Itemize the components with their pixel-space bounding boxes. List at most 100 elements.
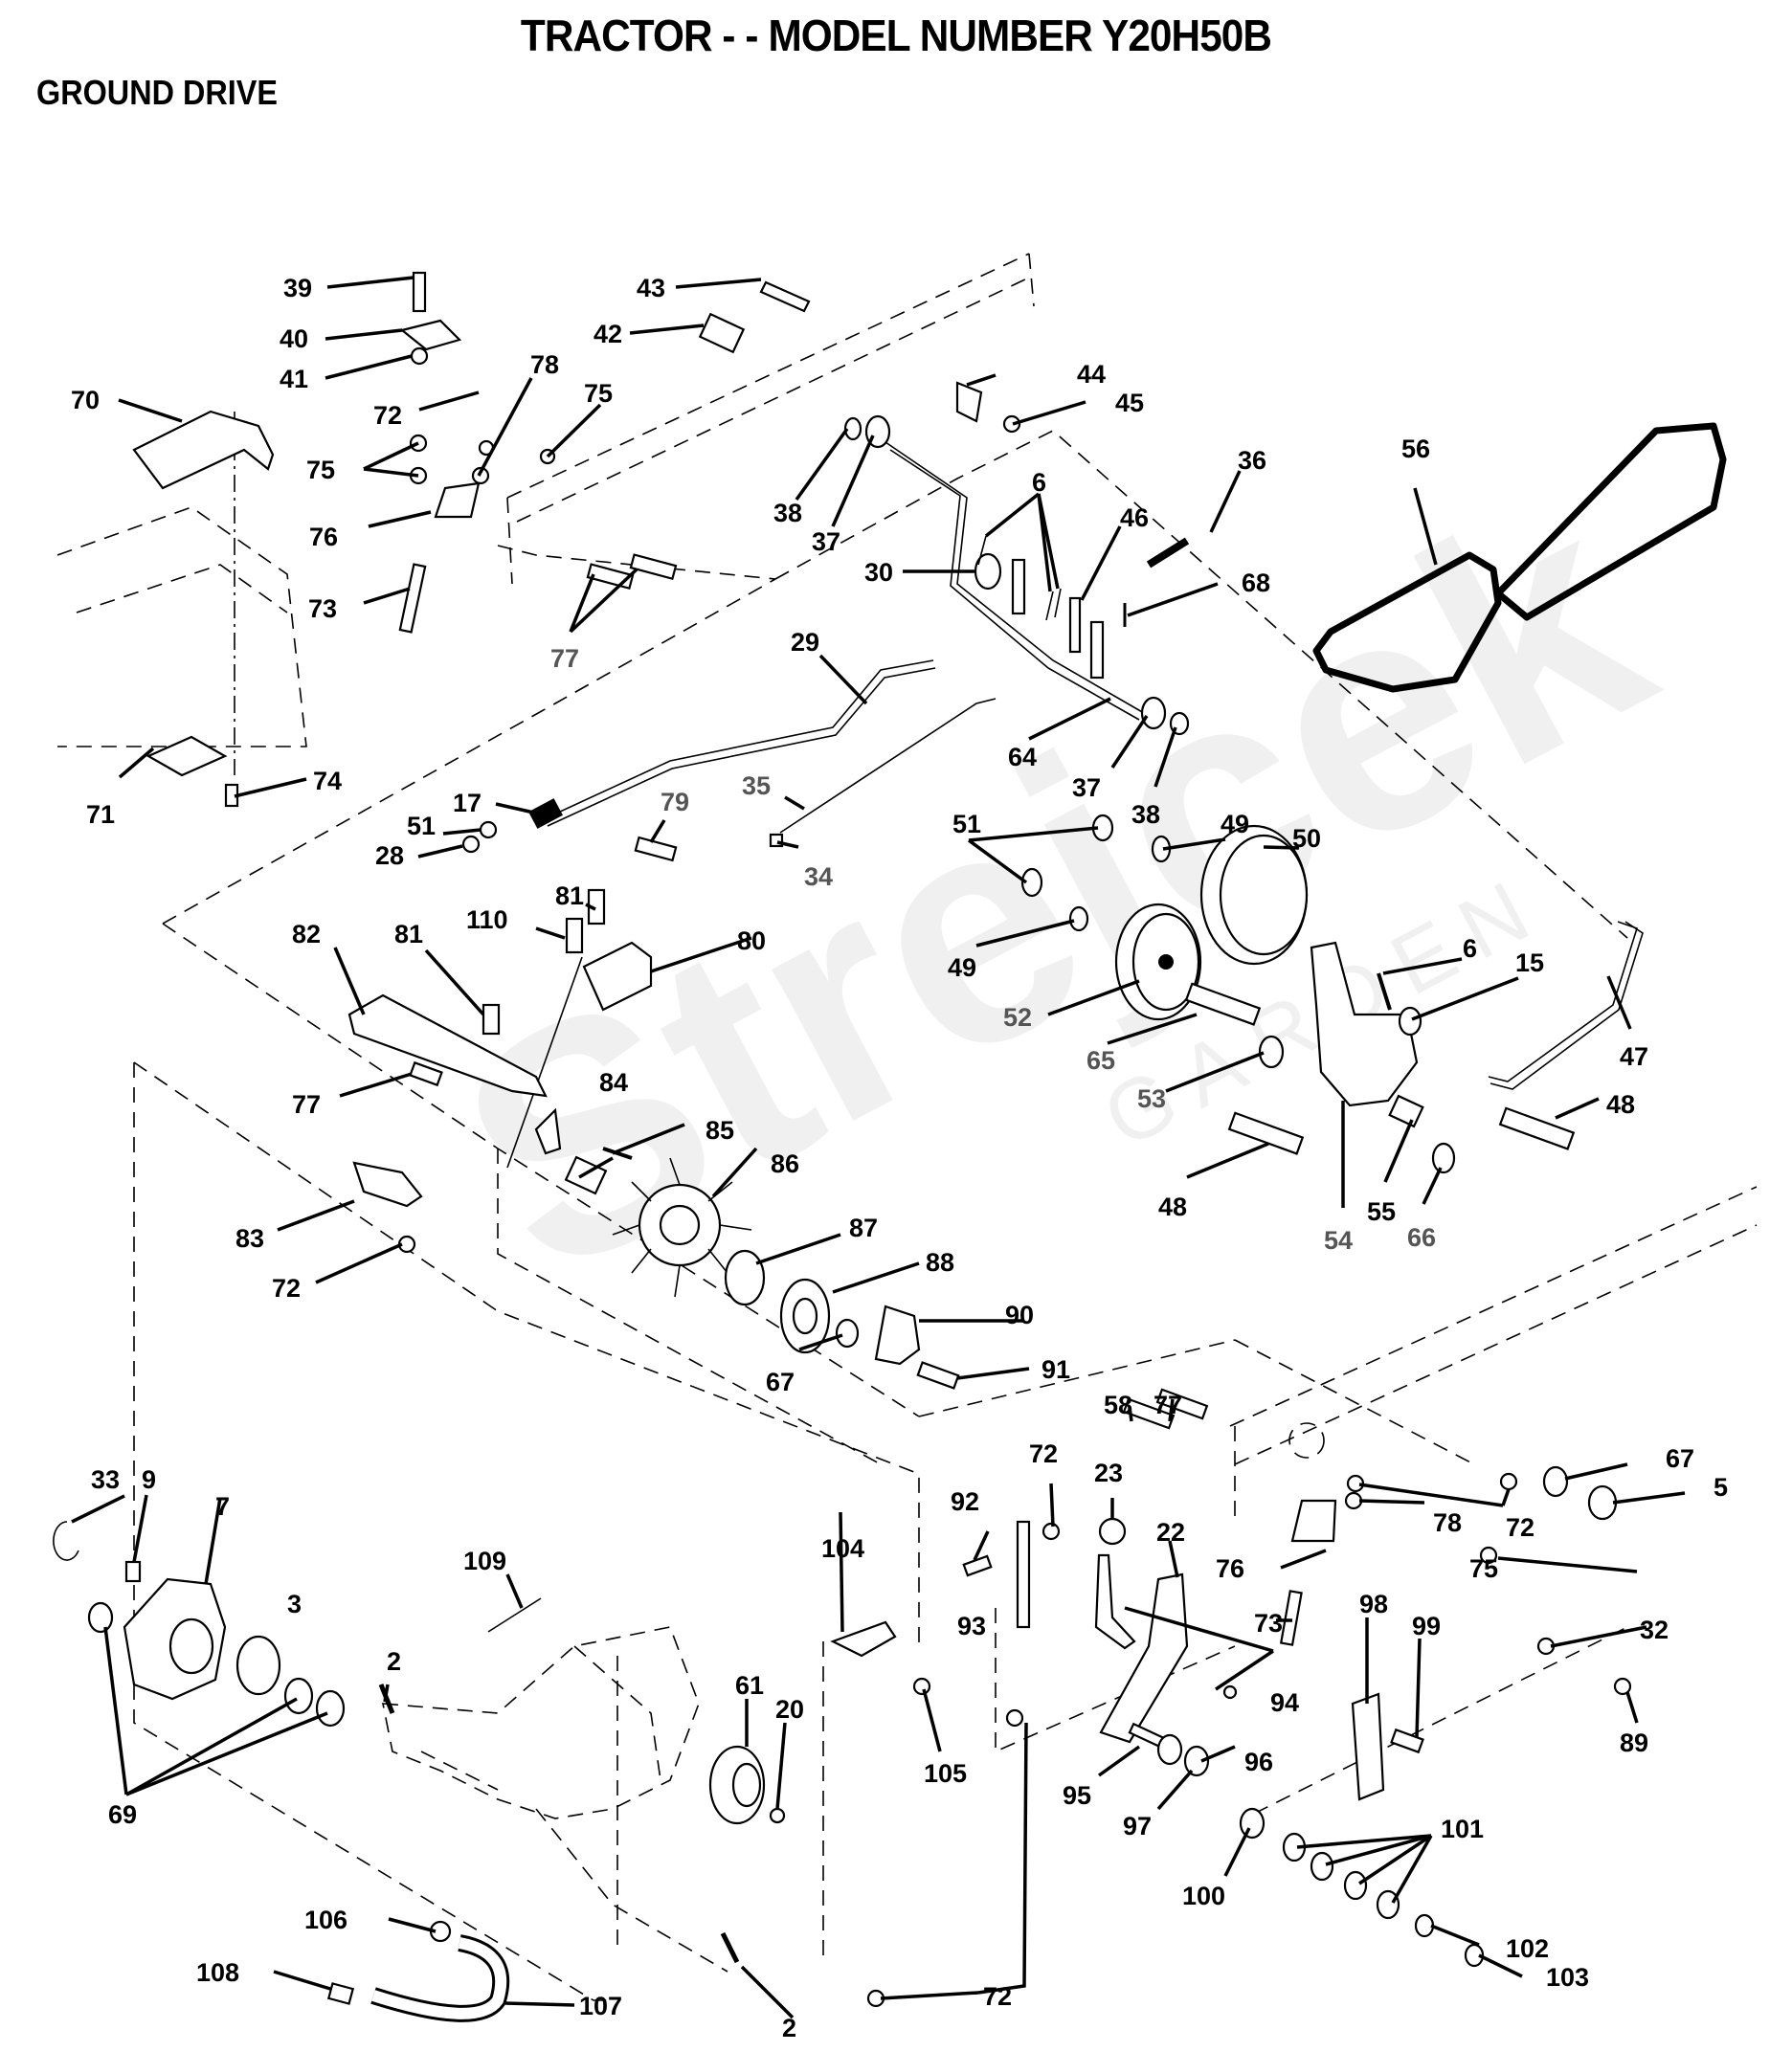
callout-88: 88 <box>926 1248 954 1277</box>
callout-22: 22 <box>1156 1518 1185 1547</box>
lever-22 <box>1099 1572 1189 1744</box>
idler-bracket-54 <box>1310 941 1419 1107</box>
plate-46 <box>1068 596 1082 654</box>
callout-labels: 39 40 41 43 42 44 45 70 72 78 75 75 76 7… <box>71 274 1728 2042</box>
bracket-76 <box>434 481 481 519</box>
callout-70: 70 <box>71 386 100 414</box>
nut-45 <box>1002 414 1021 434</box>
callout-98: 98 <box>1359 1590 1388 1618</box>
callout-107: 107 <box>579 1992 622 2020</box>
callout-33: 33 <box>91 1465 120 1494</box>
callout-77: 77 <box>292 1090 321 1119</box>
callout-48: 48 <box>1606 1090 1635 1119</box>
callout-58: 58 <box>1104 1391 1132 1419</box>
callout-106: 106 <box>304 1906 347 1934</box>
callout-53: 53 <box>1137 1084 1166 1113</box>
callout-54: 54 <box>1324 1226 1353 1255</box>
callout-47: 47 <box>1620 1042 1648 1071</box>
frame-rail-lower <box>1229 1186 1758 1522</box>
plate-46a <box>1011 558 1026 615</box>
callout-46: 46 <box>1120 503 1149 532</box>
callout-76: 76 <box>309 523 338 551</box>
callout-83: 83 <box>235 1224 264 1253</box>
parts <box>53 271 1727 2022</box>
callout-100: 100 <box>1182 1882 1225 1910</box>
callout-9: 9 <box>142 1465 156 1494</box>
callout-75: 75 <box>306 456 335 484</box>
callout-84: 84 <box>599 1068 628 1097</box>
callout-61: 61 <box>735 1671 764 1700</box>
callout-56: 56 <box>1401 435 1430 463</box>
callout-6: 6 <box>1032 468 1046 497</box>
callout-7: 7 <box>215 1492 230 1521</box>
plate-71 <box>146 735 228 777</box>
fan-86 <box>612 1157 752 1298</box>
callout-38: 38 <box>1131 800 1160 829</box>
callout-38: 38 <box>773 499 802 527</box>
callout-86: 86 <box>771 1149 799 1178</box>
callout-50: 50 <box>1292 824 1321 853</box>
callout-6: 6 <box>1463 934 1477 963</box>
bracket-83 <box>352 1161 423 1208</box>
bracket-44 <box>955 381 983 423</box>
callout-71: 71 <box>86 800 115 829</box>
callout-75: 75 <box>1469 1554 1498 1583</box>
callout-39: 39 <box>283 274 312 302</box>
callout-67: 67 <box>766 1368 795 1396</box>
callout-34: 34 <box>804 862 833 891</box>
callout-108: 108 <box>196 1958 239 1987</box>
callout-81: 81 <box>555 881 584 910</box>
callout-35: 35 <box>742 771 771 800</box>
callout-45: 45 <box>1115 389 1144 417</box>
callout-92: 92 <box>951 1487 979 1516</box>
callout-28: 28 <box>375 841 404 870</box>
callout-82: 82 <box>292 920 321 948</box>
callout-97: 97 <box>1123 1812 1152 1840</box>
callout-110: 110 <box>466 905 508 934</box>
bracket-98 <box>1351 1692 1385 1801</box>
nut-41 <box>410 346 429 366</box>
bracket-104 <box>830 1620 897 1658</box>
callout-72: 72 <box>1506 1513 1534 1542</box>
callout-72: 72 <box>373 401 402 430</box>
callout-66: 66 <box>1407 1223 1436 1252</box>
frame-rail-upper <box>506 253 1035 585</box>
callout-89: 89 <box>1620 1729 1648 1757</box>
bolt-43 <box>759 280 811 313</box>
fender-outline <box>56 506 307 747</box>
bracket-40 <box>399 319 462 351</box>
leader-lines <box>71 276 1686 2019</box>
callout-72: 72 <box>1029 1439 1058 1468</box>
callout-51: 51 <box>407 812 436 840</box>
callout-55: 55 <box>1367 1197 1396 1226</box>
section-title: GROUND DRIVE <box>36 73 279 112</box>
callout-73: 73 <box>1254 1609 1283 1638</box>
callout-20: 20 <box>775 1695 804 1724</box>
callout-104: 104 <box>821 1534 864 1563</box>
callout-78: 78 <box>1433 1508 1462 1537</box>
callout-3: 3 <box>287 1590 302 1618</box>
callout-73: 73 <box>308 594 337 623</box>
callout-93: 93 <box>957 1612 986 1640</box>
callout-48: 48 <box>1158 1193 1187 1221</box>
callout-37: 37 <box>1072 773 1101 802</box>
callout-102: 102 <box>1506 1934 1549 1963</box>
callout-2: 2 <box>387 1647 401 1676</box>
callout-67: 67 <box>1666 1444 1694 1473</box>
callout-96: 96 <box>1244 1748 1273 1776</box>
callout-101: 101 <box>1441 1815 1484 1843</box>
assembly-outlines <box>133 412 1628 2001</box>
belt-56 <box>1312 551 1502 693</box>
callout-40: 40 <box>280 324 308 353</box>
bracket-82 <box>347 993 548 1098</box>
plate-90 <box>874 1305 921 1366</box>
callout-99: 99 <box>1412 1612 1441 1640</box>
callout-87: 87 <box>849 1214 878 1242</box>
spring-17 <box>528 798 563 829</box>
link-93 <box>1016 1520 1031 1629</box>
callout-77: 77 <box>550 644 579 673</box>
callout-109: 109 <box>463 1547 506 1575</box>
callout-52: 52 <box>1003 1003 1032 1032</box>
callout-91: 91 <box>1042 1355 1070 1384</box>
